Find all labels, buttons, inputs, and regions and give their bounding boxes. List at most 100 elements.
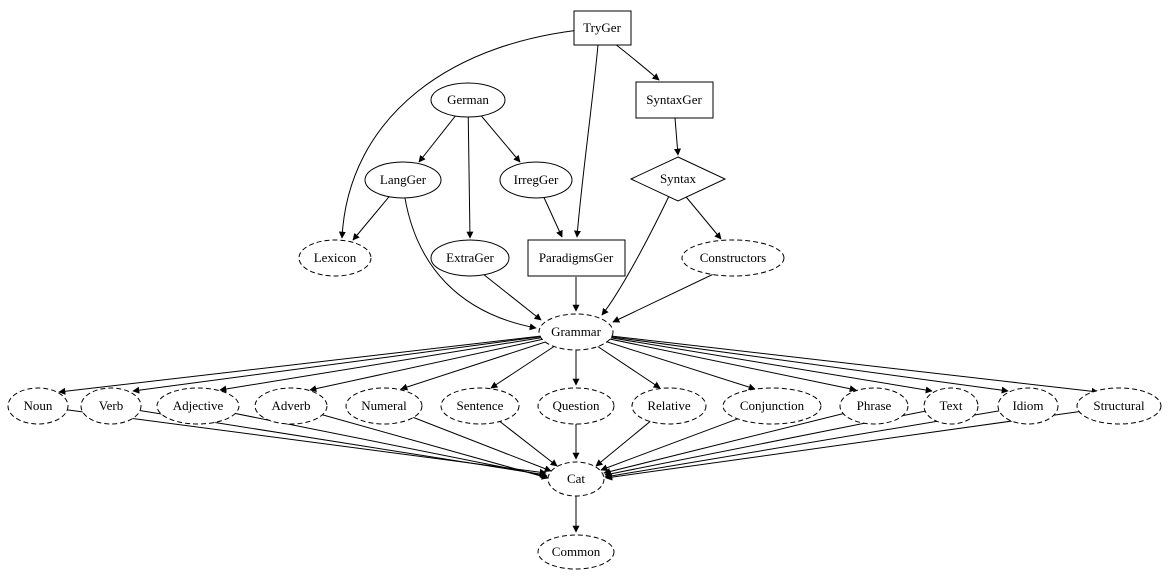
node-shape: [547, 461, 605, 497]
node-label: ExtraGer: [446, 250, 494, 265]
edge-tryger-paradigmsger: [573, 44, 599, 238]
node-adverb: Adverb: [254, 387, 328, 425]
node-shape: [430, 239, 510, 277]
node-shape: [440, 387, 520, 425]
node-shape: [629, 156, 727, 202]
node-syntax: Syntax: [629, 156, 727, 202]
edge-grammar-verb: [132, 331, 577, 394]
node-german: German: [430, 82, 506, 118]
node-paradigmsger: ParadigmsGer: [527, 239, 626, 277]
node-label: Lexicon: [314, 250, 357, 265]
node-question: Question: [537, 387, 615, 425]
edge-grammar-adjective: [219, 331, 577, 393]
node-label: Grammar: [551, 324, 601, 339]
node-shape: [635, 81, 714, 119]
node-label: Adverb: [272, 398, 311, 413]
edge-constructors-grammar: [612, 269, 723, 323]
node-label: Question: [553, 398, 600, 413]
node-text: Text: [923, 387, 979, 425]
node-shape: [538, 313, 614, 351]
node-common: Common: [537, 534, 615, 570]
node-shape: [839, 387, 909, 425]
node-shape: [997, 387, 1059, 425]
node-sentence: Sentence: [440, 387, 520, 425]
node-shape: [631, 387, 707, 425]
node-label: German: [447, 92, 489, 107]
edge-phrase-cat: [603, 405, 875, 475]
node-shape: [923, 387, 979, 425]
node-adjective: Adjective: [156, 387, 240, 425]
node-label: Adjective: [173, 398, 224, 413]
node-label: Conjunction: [740, 398, 805, 413]
edge-tryger-lexicon: [338, 27, 603, 239]
node-label: ParadigmsGer: [539, 250, 614, 265]
node-label: Common: [552, 544, 601, 559]
node-label: Text: [940, 398, 963, 413]
edges: [37, 27, 1120, 533]
node-label: Relative: [647, 398, 691, 413]
edge-german-extrager: [466, 99, 474, 239]
node-label: Cat: [567, 471, 585, 486]
node-label: SyntaxGer: [646, 92, 702, 107]
node-relative: Relative: [631, 387, 707, 425]
node-shape: [722, 387, 822, 425]
edge-grammar-text: [575, 331, 933, 394]
node-shape: [681, 239, 785, 277]
node-shape: [298, 239, 372, 277]
node-lexicon: Lexicon: [298, 239, 372, 277]
edge-grammar-noun: [58, 331, 577, 395]
node-shape: [537, 387, 615, 425]
node-label: Numeral: [361, 398, 407, 413]
node-label: Verb: [99, 398, 124, 413]
edge-grammar-adverb: [309, 331, 577, 393]
node-shape: [345, 387, 423, 425]
node-numeral: Numeral: [345, 387, 423, 425]
edge-extrager-grammar: [477, 269, 542, 321]
node-shape: [254, 387, 328, 425]
node-shape: [156, 387, 240, 425]
nodes: TryGer German SyntaxGer LangGer IrregGer…: [7, 10, 1162, 570]
node-label: Idiom: [1012, 398, 1043, 413]
node-tryger: TryGer: [573, 10, 632, 46]
node-constructors: Constructors: [681, 239, 785, 277]
node-label: Structural: [1093, 398, 1145, 413]
edge-langger-grammar: [402, 184, 537, 331]
edge-grammar-idiom: [575, 331, 1009, 394]
node-shape: [537, 534, 615, 570]
node-label: Noun: [24, 398, 53, 413]
edge-syntax-constructors: [681, 191, 722, 240]
node-shape: [527, 239, 626, 277]
node-phrase: Phrase: [839, 387, 909, 425]
node-verb: Verb: [80, 387, 142, 425]
node-shape: [573, 10, 632, 46]
edge-adjective-cat: [197, 405, 548, 479]
node-label: IrregGer: [514, 172, 559, 187]
node-label: TryGer: [583, 20, 621, 35]
node-label: Phrase: [857, 398, 892, 413]
node-shape: [364, 161, 442, 199]
node-shape: [499, 161, 573, 199]
edge-grammar-structural: [575, 331, 1099, 395]
node-label: Sentence: [457, 398, 504, 413]
edge-grammar-phrase: [575, 331, 857, 393]
edge-syntax-grammar: [601, 193, 671, 316]
edge-syntaxger-syntax: [674, 117, 681, 156]
node-irregger: IrregGer: [499, 161, 573, 199]
node-label: LangGer: [380, 172, 427, 187]
edge-adverb-cat: [290, 405, 549, 480]
node-label: Syntax: [660, 171, 697, 186]
node-shape: [1076, 387, 1162, 425]
node-structural: Structural: [1076, 387, 1162, 425]
node-grammar: Grammar: [538, 313, 614, 351]
node-syntaxger: SyntaxGer: [635, 81, 714, 119]
node-cat: Cat: [547, 461, 605, 497]
node-label: Constructors: [700, 250, 766, 265]
node-extrager: ExtraGer: [430, 239, 510, 277]
node-shape: [80, 387, 142, 425]
edge-tryger-syntaxger: [609, 39, 660, 81]
node-idiom: Idiom: [997, 387, 1059, 425]
node-langger: LangGer: [364, 161, 442, 199]
node-conjunction: Conjunction: [722, 387, 822, 425]
node-noun: Noun: [7, 387, 69, 425]
